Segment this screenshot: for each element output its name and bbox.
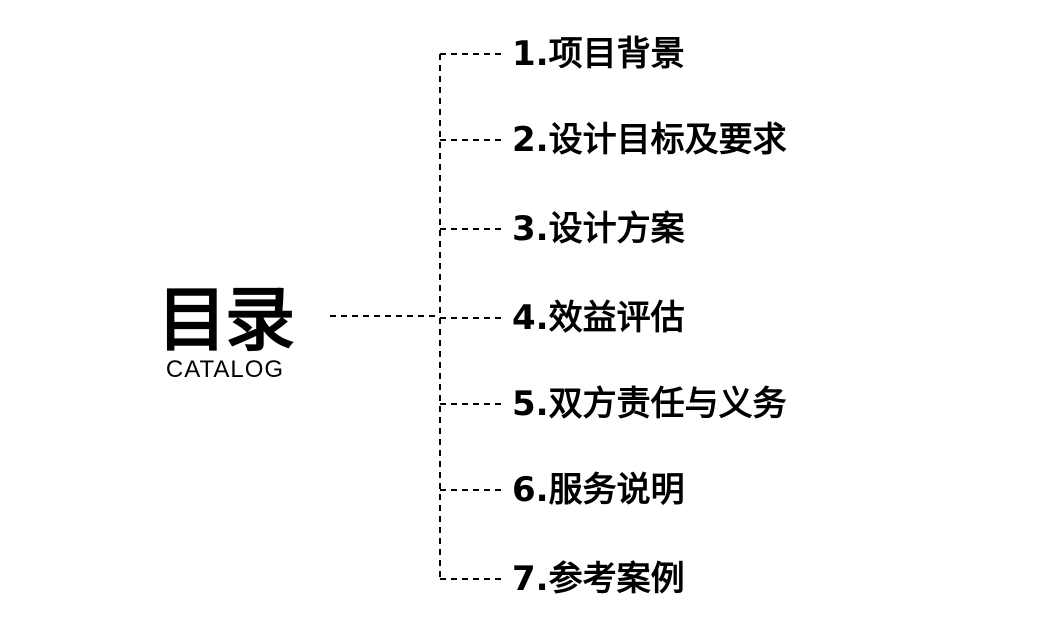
catalog-subtitle: CATALOG [165,356,285,383]
catalog-item-2: 2.设计目标及要求 [512,120,787,160]
catalog-item-4: 4.效益评估 [512,298,685,338]
catalog-item-1: 1.项目背景 [512,34,685,74]
catalog-item-6: 6.服务说明 [512,470,685,510]
catalog-item-5: 5.双方责任与义务 [512,384,787,424]
catalog-item-3: 3.设计方案 [512,209,685,249]
catalog-title: 目录 [157,279,295,361]
catalog-title-block: 目录 CATALOG [150,280,300,384]
catalog-item-7: 7.参考案例 [512,559,685,599]
